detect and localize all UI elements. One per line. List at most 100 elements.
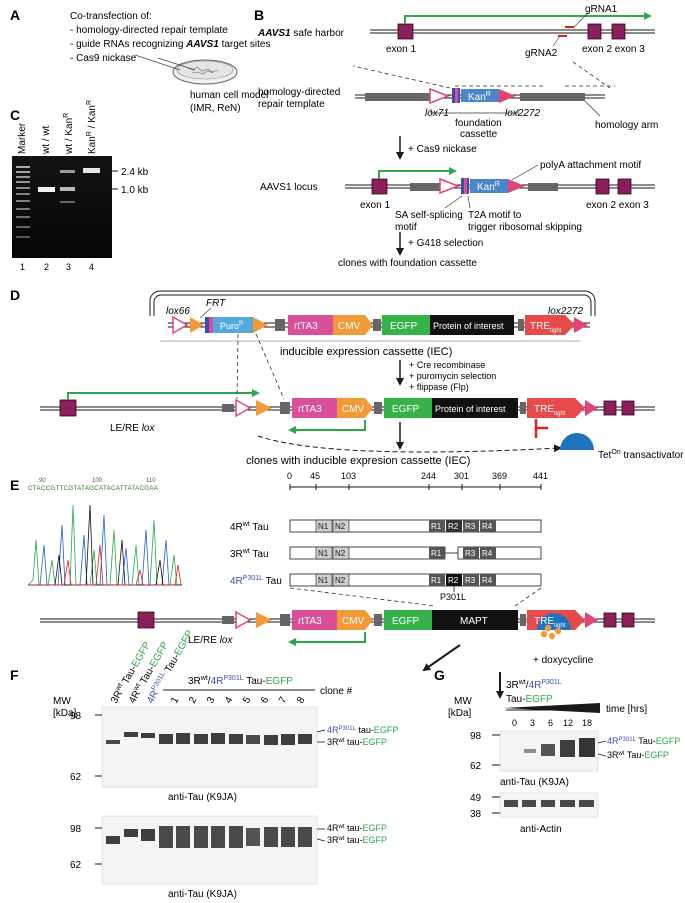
gel-lane-kan-kan: KanR / KanR	[86, 100, 98, 154]
g-time-3: 3	[530, 718, 535, 728]
gel-lane-labels: Marker wt / wt wt / KanR KanR / KanR	[17, 100, 98, 155]
f-lane-headers: 3Rwt Tau-EGFP 4Rwt Tau-EGFP 4RP301L Tau-…	[109, 628, 196, 705]
f-band-bottom-2: 3Rwt tau-EGFP	[327, 835, 387, 845]
cas9-label: + Cas9 nickase	[408, 144, 477, 155]
f-clone-2: 2	[187, 695, 200, 706]
sequence-read: CTACCGTTCGTATAGCATACATTATACGAA	[28, 485, 159, 492]
grna2-label: gRNA2	[525, 48, 558, 59]
f-clone-3: 3	[205, 695, 218, 706]
gel-lane-number-2: 2	[44, 262, 49, 272]
egfp-label-e: EGFP	[392, 616, 420, 627]
gel-size-markers	[112, 170, 118, 190]
g-blot-actin	[499, 792, 599, 818]
panel-label-c: C	[10, 107, 20, 123]
hdr-kan-label: KanR	[468, 91, 491, 103]
p301l-label: P301L	[440, 592, 466, 602]
gel-lane-marker: Marker	[17, 122, 28, 154]
cmv-label-e: CMV	[342, 616, 365, 627]
f-band-top-1: 4RP301L tau-EGFP	[327, 725, 398, 735]
scale-tick-103: 103	[341, 471, 356, 481]
g-band-2: 3Rwt Tau-EGFP	[607, 750, 669, 760]
f-clone-label: clone #	[320, 686, 353, 697]
tre-label-d2: TREtight	[534, 404, 566, 417]
scale-tick-45: 45	[310, 471, 320, 481]
egfp-label-d2: EGFP	[392, 404, 420, 415]
tau-scale-ticks: 0 45 103 244 301 369 441	[287, 471, 548, 481]
grna1-label: gRNA1	[585, 4, 618, 15]
g-blot-tau	[499, 730, 599, 772]
lox2272-label-b: lox2272	[505, 108, 540, 119]
f-markers-top	[95, 714, 102, 777]
lere-label-d: LE/RE lox	[110, 423, 155, 434]
g-marker-38: 38	[470, 809, 482, 820]
panel-label-f: F	[10, 667, 19, 683]
isoform-3rwt-bar	[289, 546, 542, 560]
domain-n1-a: N1	[318, 522, 329, 531]
t2a-label-2: trigger ribosomal skipping	[468, 222, 582, 233]
domain-labels: N1 N2 R1 R2 R3 R4 N1 N2 R1 R3 R4 N1 N2 R…	[318, 522, 493, 585]
iec-locus	[40, 389, 655, 438]
rtta3-label-e: rtTA3	[298, 616, 322, 627]
cmv-label-d2: CMV	[342, 404, 365, 415]
safe-harbor-label: AAVS1 safe harbor	[257, 28, 345, 39]
foundation-label-1: foundation	[455, 118, 502, 129]
f-marker-62-top: 62	[70, 772, 82, 783]
tre-label-d1: TREtight	[530, 321, 562, 334]
g-antibody-actin: anti-Actin	[520, 824, 562, 835]
f-antibody-top: anti-Tau (K9JA)	[168, 792, 237, 803]
gel-lane-wt-kan: wt / KanR	[63, 113, 75, 155]
exon1-label: exon 1	[386, 44, 416, 55]
clones-iec-label: clones with inducible expresion cassette…	[246, 455, 470, 467]
f-clone-4: 4	[223, 695, 236, 706]
g-time-12: 12	[563, 718, 573, 728]
sequence-ticks: 90 100 110	[39, 478, 156, 484]
domain-n2-c: N2	[335, 576, 346, 585]
f-clone-1: 1	[169, 695, 182, 706]
lere-label-e: LE/RE lox	[188, 635, 233, 646]
f-marker-98-bottom: 98	[70, 824, 82, 835]
domain-r2-c: R2	[448, 576, 459, 585]
f-clone-numbers: 1 2 3 4 5 6 7 8	[169, 695, 308, 706]
cmv-label-d1: CMV	[338, 321, 361, 332]
panel-label-d: D	[10, 287, 20, 303]
domain-r1-c: R1	[431, 576, 442, 585]
petri-dish-icon	[134, 54, 238, 85]
sa-label-2: motif	[395, 222, 417, 233]
panel-a-line-1: Co-transfection of:	[70, 11, 152, 22]
iec-label: inducible expression cassette (IEC)	[280, 346, 452, 358]
g-kda-label: [kDa]	[448, 708, 472, 719]
panel-a-text: Co-transfection of: - homology-directed …	[70, 11, 270, 64]
g-mw-label: MW	[454, 696, 472, 707]
g-time-points: 0 3 6 12 18	[512, 718, 592, 728]
f-band-bottom-1: 4Rwt tau-EGFP	[327, 823, 387, 833]
cre-label: + Cre recombinase	[409, 360, 485, 370]
puro-label: PuroR	[220, 321, 244, 331]
iec-plasmid	[140, 290, 600, 335]
rtta3-label-d2: rtTA3	[298, 404, 322, 415]
g-markers-actin	[492, 796, 500, 814]
dish-label-1: human cell model	[190, 90, 268, 101]
lox2272-label-d: lox2272	[548, 306, 583, 317]
domain-r4-a: R4	[482, 522, 493, 531]
aavs1-locus-label: AAVS1 locus	[260, 182, 318, 193]
isoform-3rwt-label: 3Rwt Tau	[230, 548, 269, 560]
gel-size-1-0kb: 1.0 kb	[121, 185, 149, 196]
lox66-label: lox66	[166, 306, 190, 317]
gel-size-2-4kb: 2.4 kb	[121, 167, 149, 178]
gel-lane-number-3: 3	[66, 262, 71, 272]
t2a-label-1: T2A motif to	[468, 210, 522, 221]
puromycin-label: + puromycin selection	[409, 371, 496, 381]
sa-label-1: SA self-splicing	[395, 210, 463, 221]
g-time-label: time [hrs]	[606, 704, 647, 715]
f-blot-top	[101, 706, 318, 788]
panel-label-g: G	[434, 667, 445, 683]
panel-label-e: E	[10, 477, 19, 493]
gel-lane-number-1: 1	[20, 262, 25, 272]
scale-tick-0: 0	[287, 471, 292, 481]
homology-arm-label: homology arm	[595, 120, 658, 131]
f-markers-bottom	[95, 827, 102, 865]
gel-lane-number-4: 4	[89, 262, 94, 272]
chromatogram	[27, 504, 182, 586]
scale-tick-441: 441	[533, 471, 548, 481]
